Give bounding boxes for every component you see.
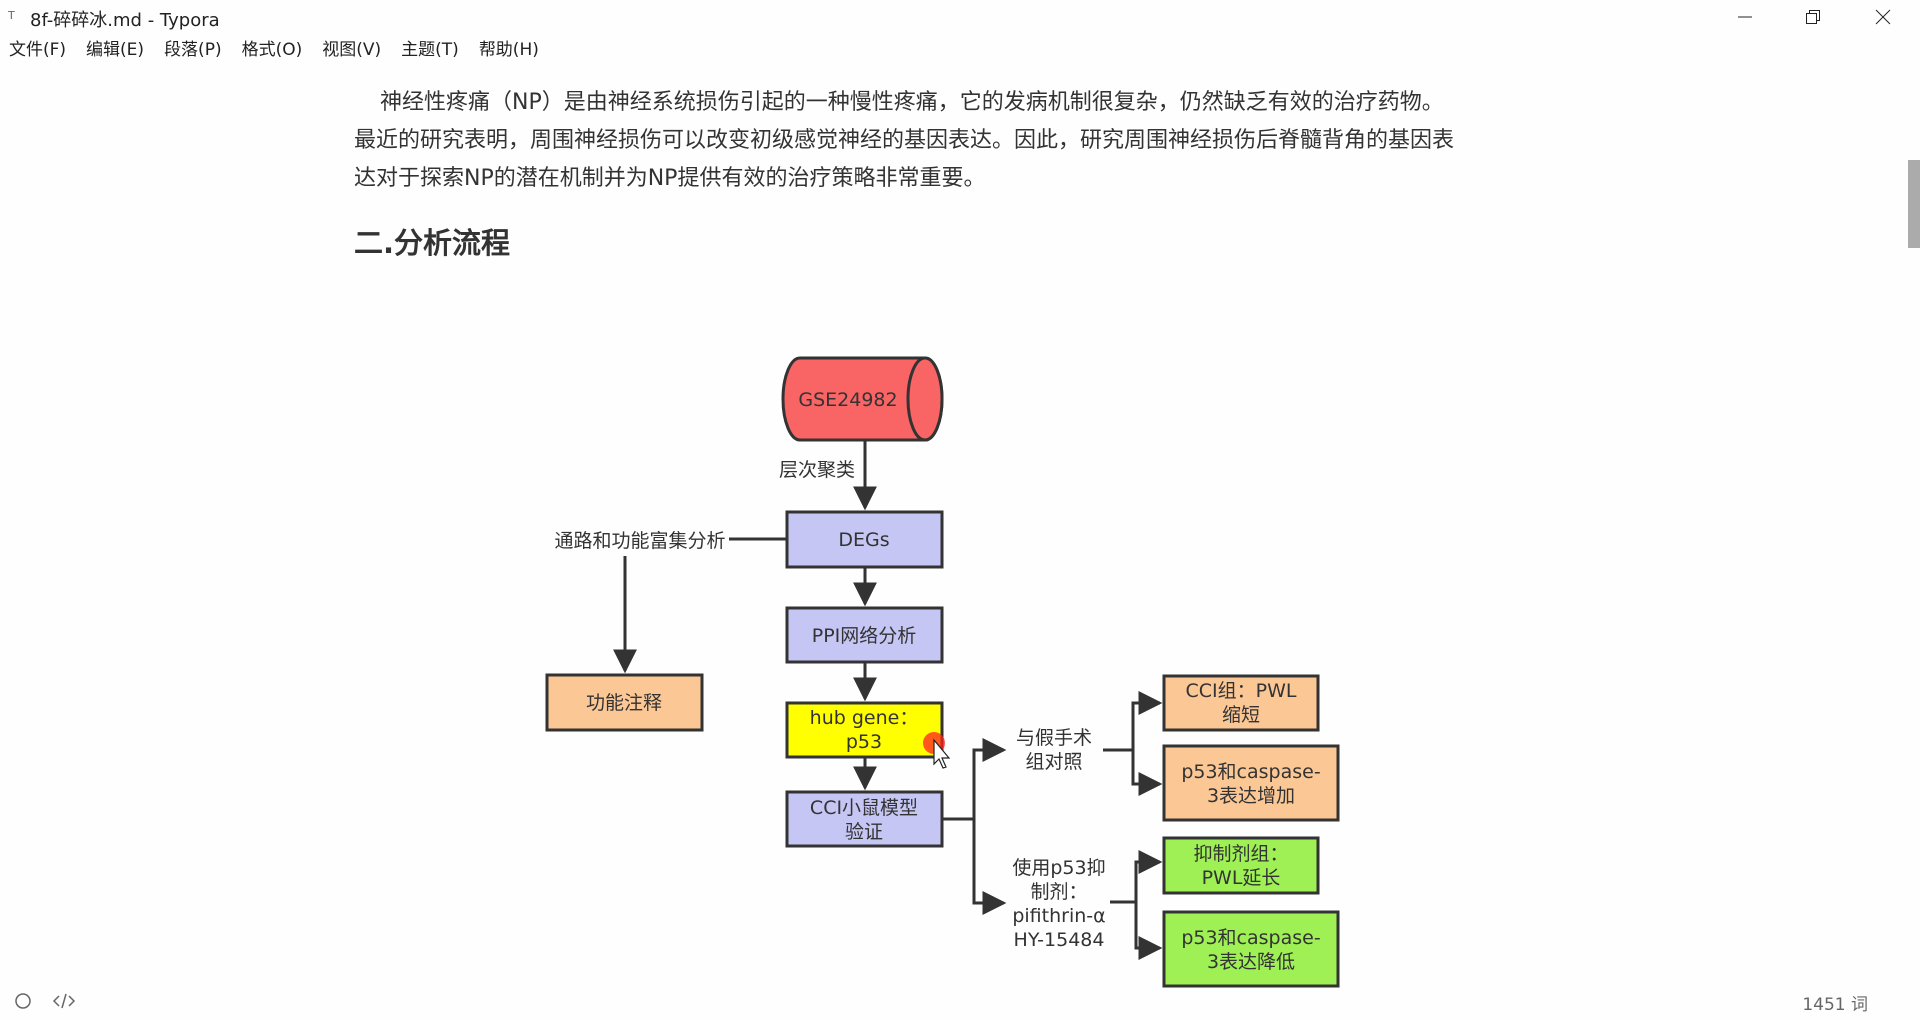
paragraph-line-1: 神经性疼痛（NP）是由神经系统损伤引起的一种慢性疼痛，它的发病机制很复杂，仍然缺… <box>380 90 1444 115</box>
arrow-to-inhibitor <box>972 819 1007 915</box>
sham-label-1: 与假手术 <box>1016 727 1092 749</box>
cci-label-2: 验证 <box>845 821 883 843</box>
dataset-cylinder: GSE24982 <box>781 356 944 442</box>
menu-edit[interactable]: 编辑(E) <box>86 40 145 60</box>
restore-icon <box>1806 10 1820 24</box>
inhibitor-label-1: 使用p53抑 <box>1012 857 1105 879</box>
source-code-icon[interactable] <box>52 992 76 1010</box>
arrow-to-sham <box>972 738 1007 819</box>
sham-label-2: 组对照 <box>1025 751 1082 773</box>
inhib-group-label-2: PWL延长 <box>1202 867 1281 889</box>
status-bar: 1451 词 <box>0 984 1920 1020</box>
close-icon <box>1875 9 1891 25</box>
increase-label-1: p53和caspase- <box>1181 761 1320 783</box>
arrow-to-decrease <box>1134 902 1163 960</box>
arrow-to-increase <box>1131 750 1163 796</box>
decrease-label-1: p53和caspase- <box>1181 927 1320 949</box>
vertical-scrollbar[interactable] <box>1908 160 1920 248</box>
func-annot-node <box>545 673 704 732</box>
func-annot-label: 功能注释 <box>586 692 662 714</box>
restore-button[interactable] <box>1778 0 1848 34</box>
hub-gene-node <box>785 701 944 759</box>
cylinder-end <box>906 356 944 442</box>
menu-bar: 文件(F) 编辑(E) 段落(P) 格式(O) 视图(V) 主题(T) 帮助(H… <box>0 38 549 64</box>
enrichment-label: 通路和功能富集分析 <box>554 530 725 552</box>
menu-theme[interactable]: 主题(T) <box>401 40 459 60</box>
hub-label-1: hub gene： <box>810 707 919 729</box>
increase-node <box>1162 744 1340 822</box>
cci-group-node <box>1162 674 1320 732</box>
cci-group-label-2: 缩短 <box>1222 704 1260 726</box>
menu-help[interactable]: 帮助(H) <box>478 40 539 60</box>
menu-file[interactable]: 文件(F) <box>9 40 67 60</box>
arrow-to-inhib-group <box>1134 850 1163 902</box>
menu-paragraph[interactable]: 段落(P) <box>164 40 222 60</box>
editor-content[interactable]: 神经性疼痛（NP）是由神经系统损伤引起的一种慢性疼痛，它的发病机制很复杂，仍然缺… <box>354 84 1554 198</box>
cci-model-node <box>785 790 944 848</box>
word-count[interactable]: 1451 词 <box>1802 995 1868 1015</box>
inhib-group-node <box>1162 836 1320 895</box>
circle-icon[interactable] <box>14 992 32 1010</box>
mouse-cursor <box>923 732 951 769</box>
decrease-label-2: 3表达降低 <box>1207 951 1295 973</box>
clustering-label: 层次聚类 <box>779 459 855 481</box>
window-title: 8f-碎碎冰.md - Typora <box>30 10 220 31</box>
minimize-icon <box>1738 16 1752 18</box>
inhibitor-label-2: 制剂： <box>1030 881 1087 903</box>
degs-label: DEGs <box>838 529 889 551</box>
section-heading[interactable]: 二.分析流程 <box>354 226 511 260</box>
inhibitor-label-4: HY-15484 <box>1014 929 1105 951</box>
hub-label-2: p53 <box>846 731 882 753</box>
inhib-group-label-1: 抑制剂组： <box>1193 843 1288 865</box>
minimize-button[interactable] <box>1710 0 1780 34</box>
decrease-node <box>1162 910 1340 988</box>
typora-app-icon: T <box>8 9 15 22</box>
cci-label-1: CCI小鼠模型 <box>810 797 918 819</box>
menu-format[interactable]: 格式(O) <box>241 40 303 60</box>
title-bar: T 8f-碎碎冰.md - Typora <box>0 0 1920 34</box>
increase-label-2: 3表达增加 <box>1207 785 1295 807</box>
cci-group-label-1: CCI组：PWL <box>1186 680 1297 702</box>
cursor-arrow-icon <box>933 738 951 769</box>
ppi-label: PPI网络分析 <box>812 625 917 647</box>
arrow-to-cci-group <box>1131 691 1163 750</box>
paragraph[interactable]: 神经性疼痛（NP）是由神经系统损伤引起的一种慢性疼痛，它的发病机制很复杂，仍然缺… <box>354 84 1554 198</box>
menu-view[interactable]: 视图(V) <box>322 40 382 60</box>
paragraph-line-2: 最近的研究表明，周围神经损伤可以改变初级感觉神经的基因表达。因此，研究周围神经损… <box>354 128 1455 153</box>
paragraph-line-3: 达对于探索NP的潜在机制并为NP提供有效的治疗策略非常重要。 <box>354 166 986 191</box>
inhibitor-label-3: pifithrin-α <box>1012 905 1105 927</box>
close-button[interactable] <box>1848 0 1918 34</box>
dataset-label: GSE24982 <box>798 389 897 411</box>
